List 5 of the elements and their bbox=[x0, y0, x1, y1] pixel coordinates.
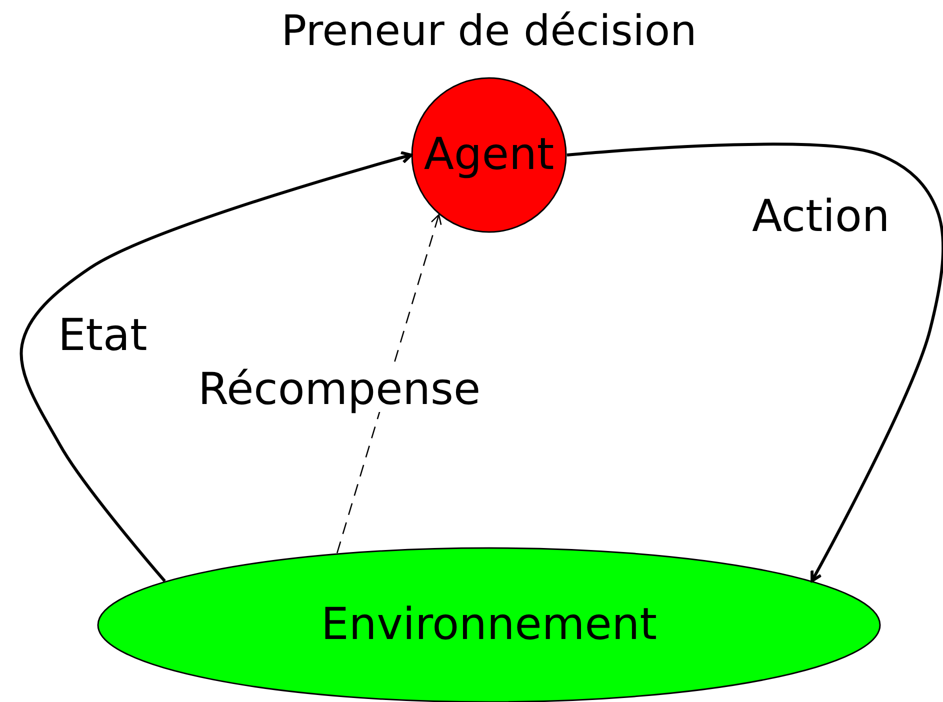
node-label: Environnement bbox=[320, 603, 658, 647]
arrow bbox=[20, 151, 412, 582]
node-label: Agent bbox=[422, 133, 556, 177]
role-caption: Preneur de décision bbox=[281, 10, 697, 52]
arrow bbox=[566, 142, 943, 582]
